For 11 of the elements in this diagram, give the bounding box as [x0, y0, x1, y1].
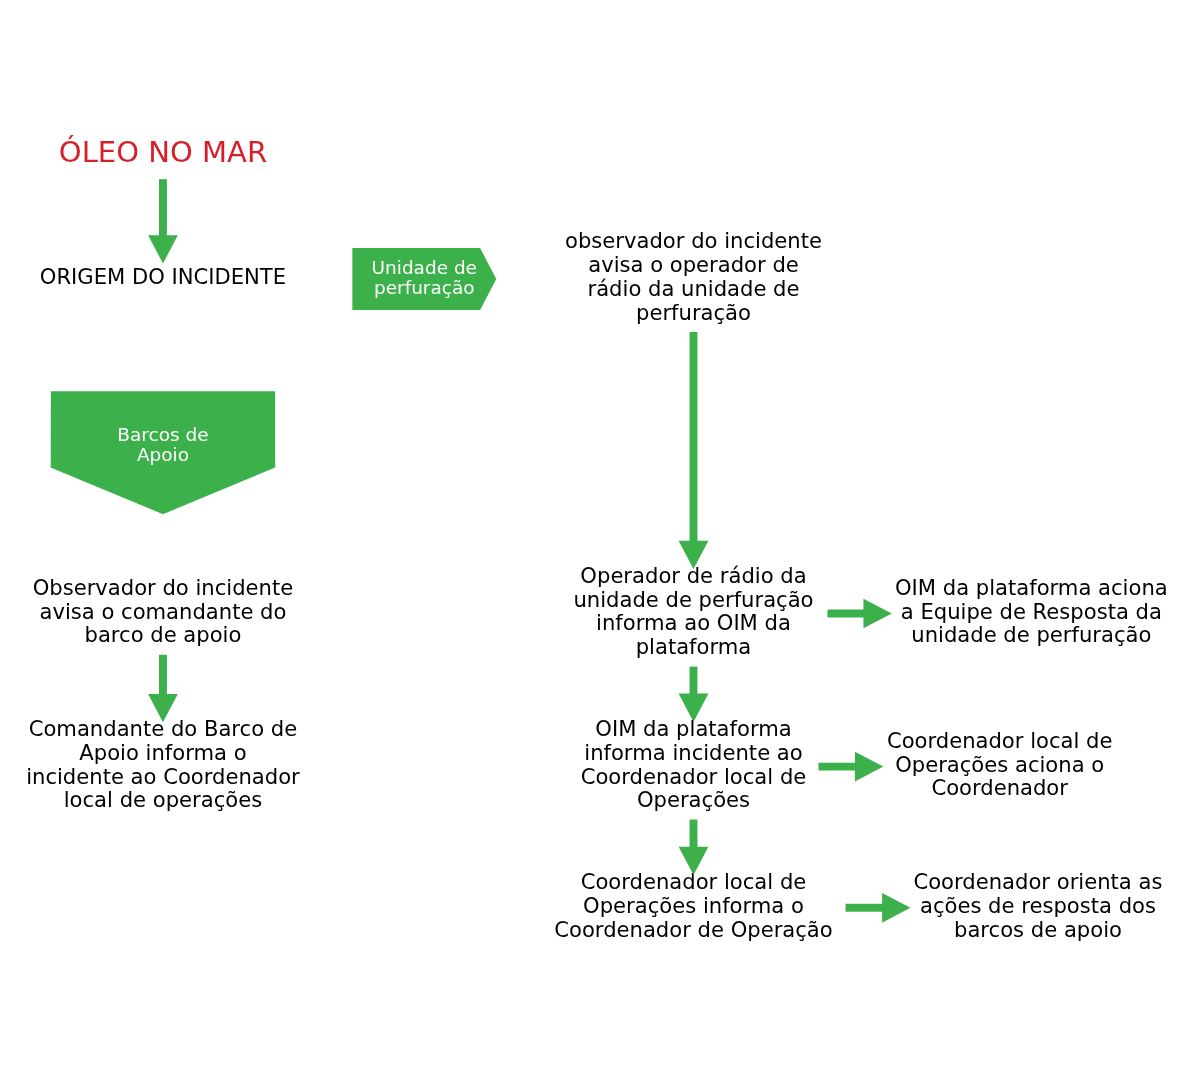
node-text: Comandante do Barco de Apoio informa o incidente ao Coordenador local de operações	[26, 715, 300, 813]
node-text: Coordenador local de Operações aciona o Coordenador	[886, 727, 1113, 801]
node-text: ORIGEM DO INCIDENTE	[39, 264, 287, 290]
node-text: Observador do incidente avisa o comandante do barco de apoio	[32, 574, 294, 648]
node-text: Operador de rádio da unidade de perfuração informa ao OIM da plataforma	[573, 562, 814, 660]
node-text: OIM da plataforma aciona a Equipe de Resposta da unidade de perfuração	[894, 574, 1168, 648]
node-text: Coordenador local de Operações informa o Coordenador de Operação	[554, 869, 833, 942]
node-text: observador do incidente avisa o operador de rádio da unidade de perfuração	[565, 228, 822, 325]
node-text: OIM da plataforma informa incidente ao Coordenador local de Operações	[580, 715, 807, 813]
node-text: ÓLEO NO MAR	[58, 135, 268, 170]
node-text: Coordenador orienta as ações de resposta dos barcos de apoio	[913, 869, 1163, 942]
